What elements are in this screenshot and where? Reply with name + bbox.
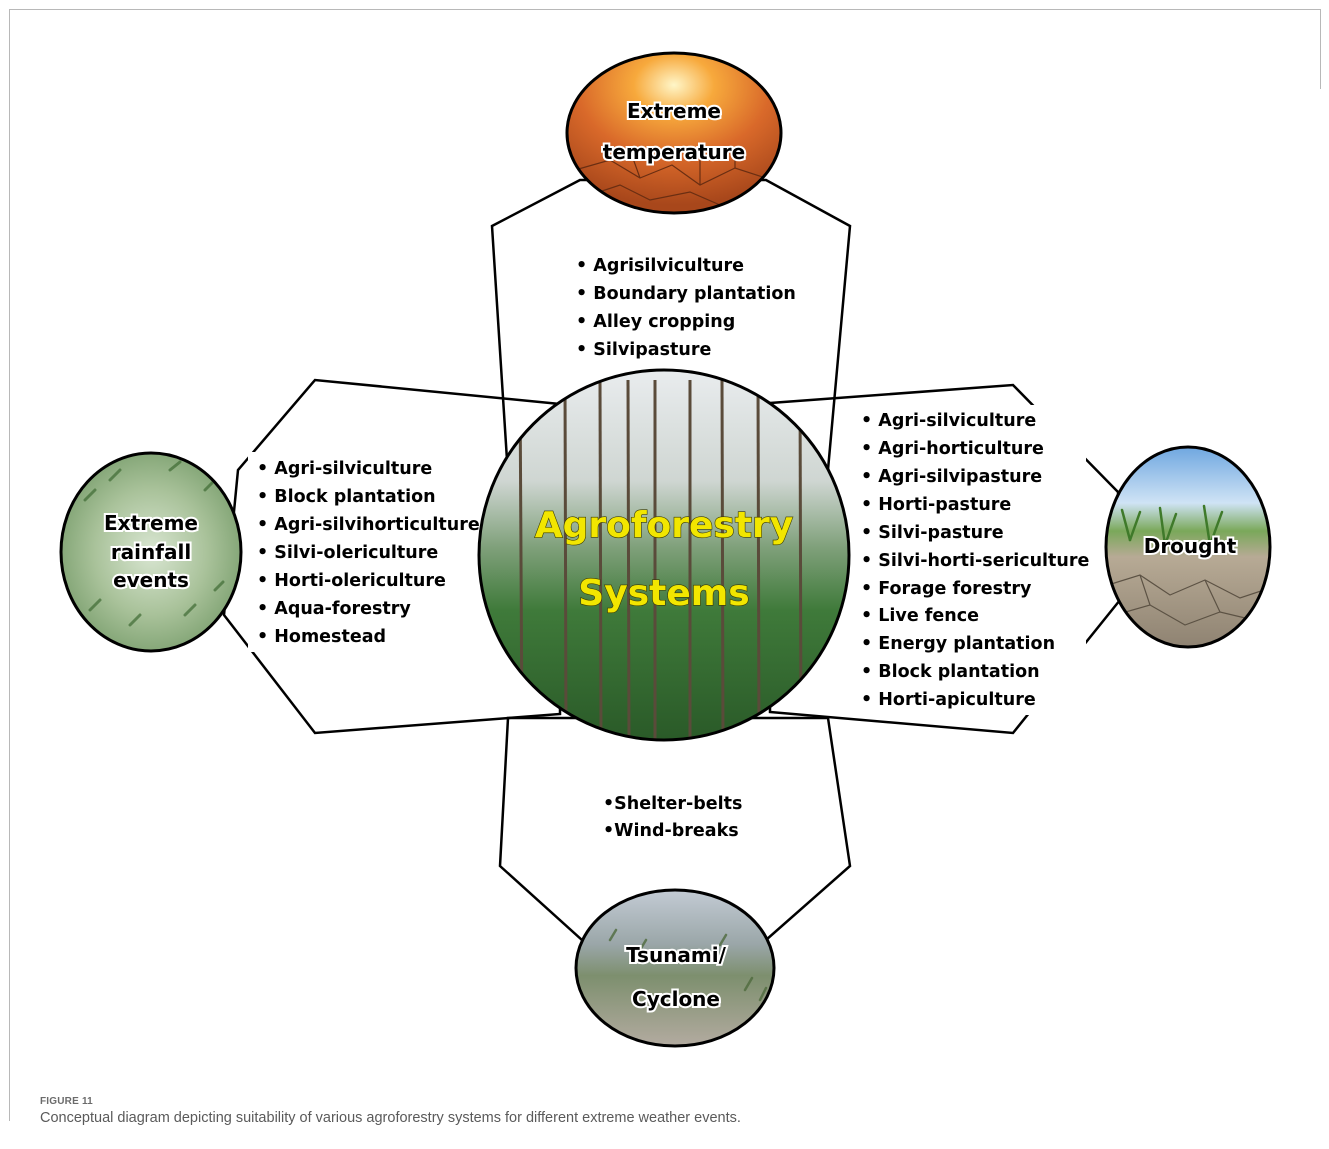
list-item: • Agri-silvihorticulture [257, 515, 480, 535]
list-item: • Block plantation [861, 662, 1040, 682]
extreme-temperature-label-line2: temperature [603, 140, 745, 164]
center-node: Agroforestry Systems [477, 368, 851, 742]
list-item: • Silvi-horti-sericulture [861, 551, 1089, 571]
list-item: • Horti-olericulture [257, 571, 446, 591]
extreme-rainfall-label-line1: Extreme [104, 511, 198, 535]
top-system-list: • Agrisilviculture • Boundary plantation… [576, 256, 796, 360]
left-system-list: • Agri-silviculture • Block plantation •… [257, 459, 480, 647]
top-list-panel [515, 242, 815, 370]
list-item: • Energy plantation [861, 634, 1055, 654]
list-item: • Agrisilviculture [576, 256, 744, 276]
list-item: • Silvi-olericulture [257, 543, 438, 563]
right-system-list: • Agri-silviculture • Agri-horticulture … [861, 411, 1089, 710]
extreme-temperature-node: Extreme temperature [565, 51, 783, 215]
extreme-temperature-label-line1: Extreme [627, 99, 721, 123]
center-title-line2: Systems [578, 573, 749, 614]
list-item: • Agri-silviculture [861, 411, 1036, 431]
tsunami-cyclone-node: Tsunami/ Cyclone [574, 888, 776, 1048]
tsunami-cyclone-label-line1: Tsunami/ [626, 943, 727, 967]
extreme-rainfall-node: Extreme rainfall events [59, 451, 243, 653]
left-connector-hexagon [222, 378, 562, 735]
left-list-panel [248, 452, 476, 652]
right-list-panel [854, 405, 1086, 715]
frame-right-border [1320, 9, 1321, 89]
list-item: • Silvi-pasture [861, 523, 1004, 543]
bottom-system-list: •Shelter-belts •Wind-breaks [603, 794, 742, 841]
tsunami-cyclone-label-line2: Cyclone [632, 987, 720, 1011]
list-item: • Alley cropping [576, 312, 735, 332]
extreme-rainfall-label-line3: events [113, 568, 189, 592]
drought-label: Drought [1144, 534, 1237, 558]
list-item: • Agri-horticulture [861, 439, 1044, 459]
figure-caption: Conceptual diagram depicting suitability… [40, 1110, 741, 1126]
list-item: • Forage forestry [861, 579, 1032, 599]
list-item: • Horti-apiculture [861, 690, 1036, 710]
list-item: • Silvipasture [576, 340, 711, 360]
frame-left-border [9, 9, 10, 1121]
bottom-list-panel [545, 785, 785, 845]
list-item: •Shelter-belts [603, 794, 742, 814]
list-item: • Aqua-forestry [257, 599, 411, 619]
center-title-line1: Agroforestry [535, 505, 794, 546]
drought-node: Drought [1104, 445, 1272, 649]
list-item: • Agri-silvipasture [861, 467, 1042, 487]
list-item: •Wind-breaks [603, 821, 739, 841]
agroforestry-diagram: Agroforestry Systems Extreme temperature… [59, 51, 1272, 1048]
list-item: • Boundary plantation [576, 284, 796, 304]
list-item: • Horti-pasture [861, 495, 1011, 515]
frame-top-border [9, 9, 1320, 10]
extreme-rainfall-label-line2: rainfall [111, 540, 191, 564]
list-item: • Homestead [257, 627, 386, 647]
list-item: • Live fence [861, 606, 979, 626]
list-item: • Block plantation [257, 487, 436, 507]
list-item: • Agri-silviculture [257, 459, 432, 479]
figure-label: FIGURE 11 [40, 1096, 93, 1107]
